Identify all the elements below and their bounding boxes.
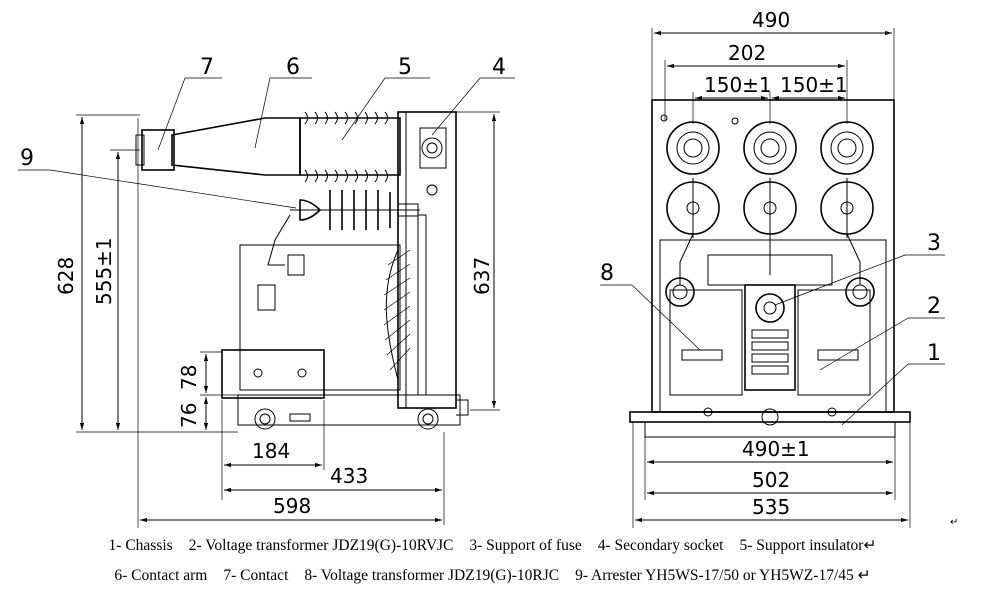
legend-item-2: 2- Voltage transformer JDZ19(G)-10RVJC	[188, 537, 454, 554]
dim-184: 184	[252, 439, 290, 463]
dim-637: 637	[470, 257, 494, 295]
callout-1: 1	[927, 341, 941, 366]
dim-202: 202	[728, 41, 766, 65]
legend-item-1: 1- Chassis	[108, 537, 173, 554]
support-insulator	[299, 111, 401, 183]
callout-5: 5	[398, 55, 412, 80]
mid-bushings	[666, 178, 874, 238]
legend-line-2: 6- Contact arm 7- Contact 8- Voltage trans…	[0, 566, 985, 585]
legend-item-3: 3- Support of fuse	[469, 537, 582, 554]
dim-150-right: 150±1	[780, 73, 848, 97]
callout-9: 9	[20, 146, 34, 171]
top-bushings	[666, 121, 874, 175]
legend-item-8: 8- Voltage transformer JDZ19(G)-10RJC	[304, 567, 560, 584]
dim-490-tol: 490±1	[742, 437, 810, 461]
legend-item-5: 5- Support insulator↵	[739, 537, 877, 554]
technical-drawing: 628 555±1 78 76 184 433 598 637 7 6	[18, 8, 958, 528]
callout-4: 4	[492, 55, 506, 80]
front-view	[629, 99, 911, 438]
dim-502: 502	[752, 468, 790, 492]
callout-3: 3	[927, 231, 941, 256]
contact	[141, 129, 175, 171]
return-mark: ↵	[950, 517, 958, 528]
dim-535: 535	[752, 495, 790, 519]
legend-item-6: 6- Contact arm	[114, 567, 208, 584]
side-view	[135, 111, 469, 430]
arrester	[267, 190, 420, 276]
secondary-socket	[419, 127, 447, 196]
dim-628: 628	[54, 257, 78, 295]
front-view-dimensions: 490 202 150±1 150±1 490±1 502 535	[632, 8, 911, 528]
contact-arm	[171, 117, 301, 176]
callout-7: 7	[200, 55, 214, 80]
legend-item-9: 9- Arrester YH5WS-17/50 or YH5WZ-17/45 ↵	[575, 567, 871, 584]
dim-78: 78	[177, 365, 201, 390]
callout-2: 2	[927, 294, 941, 319]
front-view-callouts: 3 8 2 1 ↵	[600, 231, 958, 528]
side-view-dimensions: 628 555±1 78 76 184 433 598 637	[54, 111, 500, 528]
fuse-support	[707, 254, 833, 391]
dim-555: 555±1	[92, 237, 116, 305]
dim-150-left: 150±1	[704, 73, 772, 97]
legend-line-1: 1- Chassis 2- Voltage transformer JDZ19(G…	[0, 536, 985, 555]
front-chassis	[629, 407, 911, 438]
dim-598: 598	[273, 494, 311, 518]
dim-433: 433	[330, 464, 368, 488]
dim-490: 490	[752, 8, 790, 32]
callout-8: 8	[600, 261, 614, 286]
legend-item-4: 4- Secondary socket	[597, 537, 724, 554]
side-view-callouts: 7 6 5 4 9	[18, 55, 515, 209]
legend-item-7: 7- Contact	[223, 567, 289, 584]
callout-6: 6	[286, 55, 300, 80]
dim-76: 76	[177, 403, 201, 428]
voltage-transformers	[665, 277, 875, 396]
